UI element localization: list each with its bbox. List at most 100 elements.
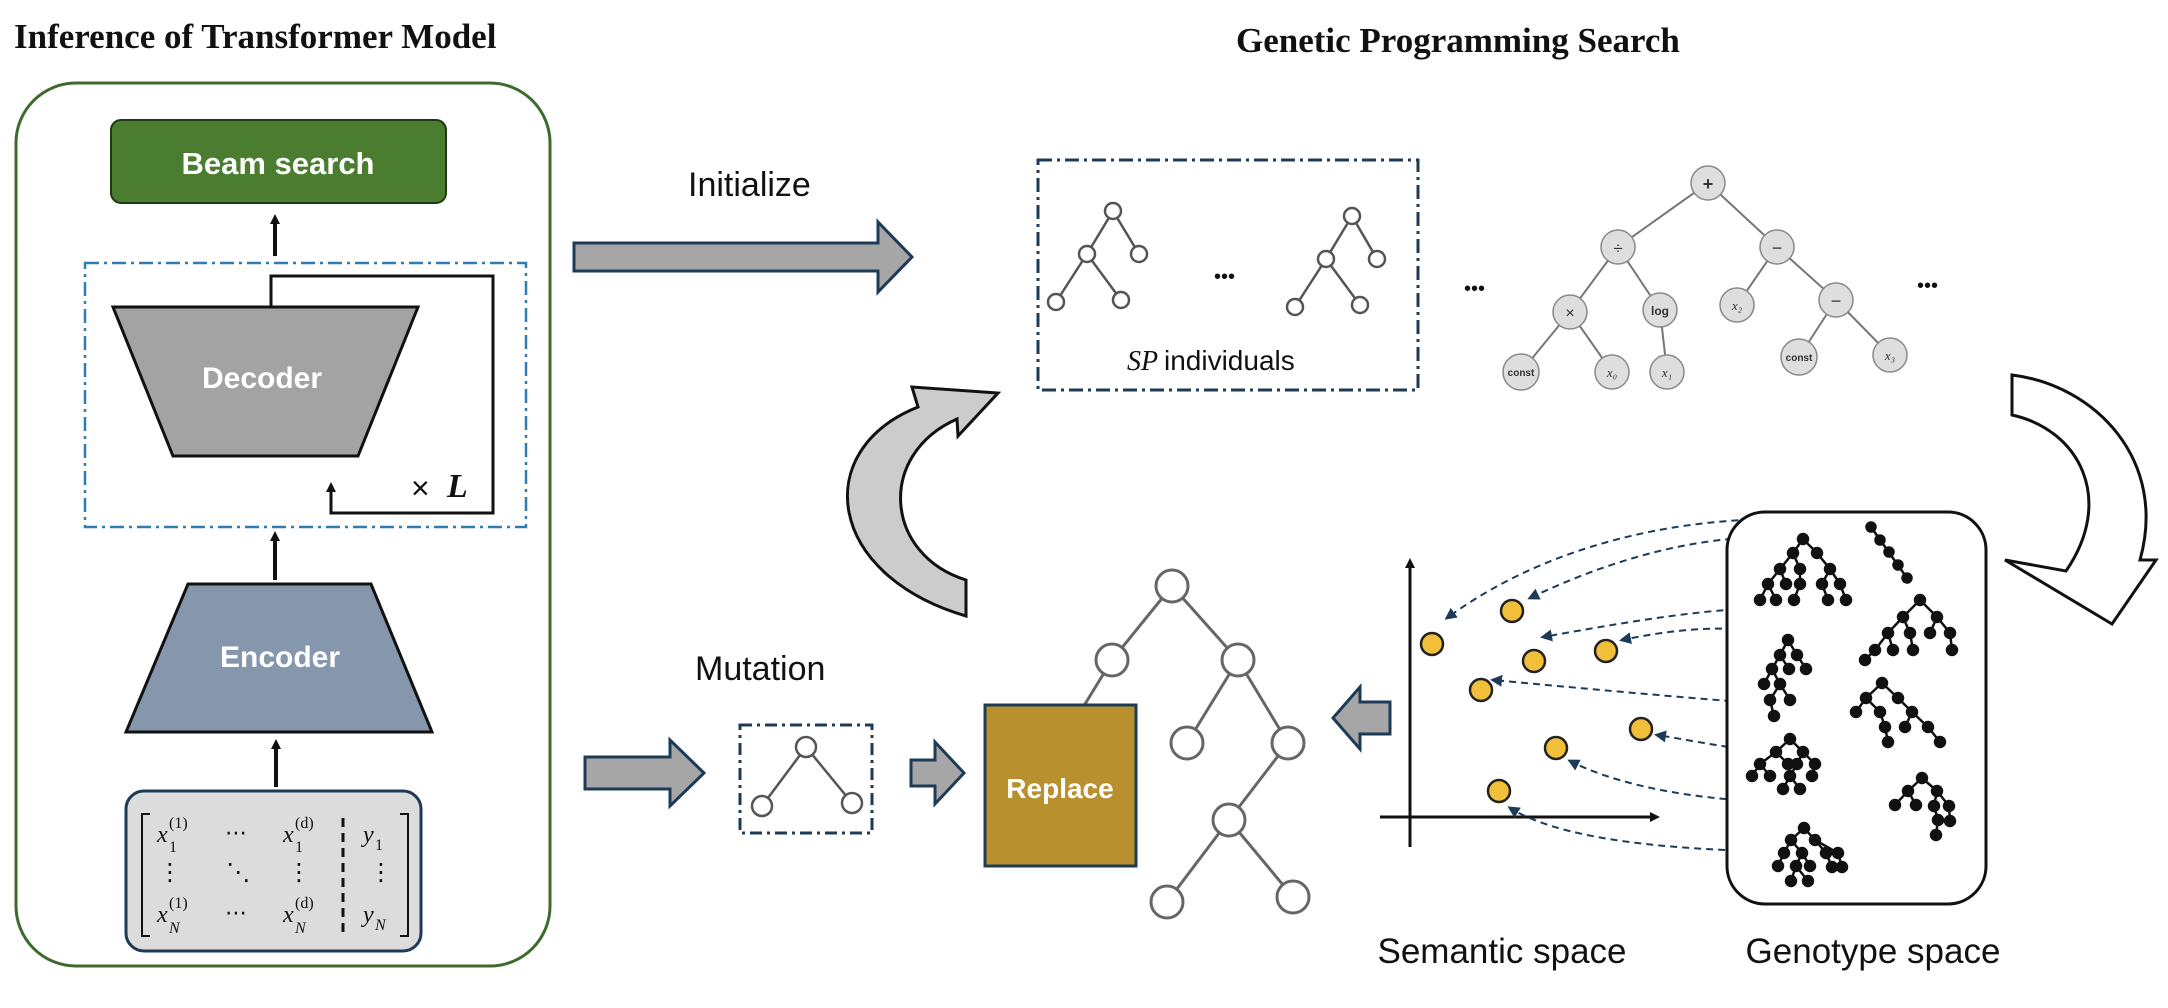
left-title: Inference of Transformer Model [14,17,497,56]
tree-node-x3 [1872,337,1908,373]
initialize-arrow [572,218,915,296]
matrix-hdots-1: ⋯ [225,820,247,845]
tree-label-plus: + [1703,174,1714,194]
matrix-xNd-sup: (d) [295,895,314,912]
input-matrix-box [124,789,423,953]
tree-label-log: log [1651,304,1669,318]
encoder-block [123,582,435,734]
genotype-trees [1745,521,1959,888]
matrix-xN1-sub: N [168,920,181,937]
tree-label-x3: x₃ [1884,348,1895,363]
beam-search-label: Beam search [181,146,374,181]
genotype-tree-a [1753,532,1853,607]
tree-label-x1: x₁ [1661,365,1672,380]
matrix-y1-sub: 1 [375,837,383,854]
matrix-y1: y [361,822,374,848]
right-title: Genetic Programming Search [1236,21,1680,60]
genotype-tree-chain [1865,521,1913,584]
semantic-point [1499,598,1525,624]
to-replace-arrow [909,738,967,808]
tree-ellipsis-left: ••• [1464,278,1485,300]
matrix-vdots-1: ⋮ [158,859,182,886]
beam-search-box [110,119,447,204]
tree-label-x2: x₂ [1731,298,1743,313]
matrix-x1d: x [282,822,294,848]
matrix-vdots-3: ⋮ [369,859,393,886]
tree-node-const-1 [1502,353,1540,391]
tree-node-minus-2 [1818,282,1854,318]
replace-box [983,703,1138,868]
decoder-label: Decoder [202,362,322,395]
tree-node-plus [1690,165,1726,201]
matrix-x1d-sub: 1 [295,839,303,856]
matrix-xN1-sup: (1) [169,895,188,912]
semantic-point [1468,677,1494,703]
tree-node-x1 [1649,354,1685,390]
tree-node-div [1600,229,1636,265]
curved-arrow-initialize-to-genotype [2004,373,2159,627]
decoder-block [110,305,421,458]
semantic-to-tree-arrow [1331,682,1392,754]
sp-individuals-box [1036,158,1420,392]
semantic-points [1419,598,1654,804]
tree-label-times: × [1565,305,1574,322]
semantic-point [1521,648,1547,674]
matrix-xNd: x [282,902,294,928]
genotype-tree-b [1858,593,1959,667]
tree-label-const-1: const [1508,368,1535,379]
decoder-layer-frame [83,261,528,529]
tree-label-div: ÷ [1613,239,1622,258]
expression-tree: + ÷ − × log x₂ − const x₀ x₁ const x₃ [1502,165,1908,391]
semantic-point [1543,735,1569,761]
replace-label: Replace [1006,773,1113,804]
matrix-right-bracket [400,813,409,937]
loop-line [269,274,495,515]
curved-arrow-replace-to-population [846,385,1002,619]
tree-node-x0 [1594,354,1630,390]
mutation-arrow [583,736,707,810]
matrix-yN-sub: N [374,917,387,934]
genotype-space-label: Genotype space [1746,932,2001,971]
sp-ellipsis: ••• [1214,266,1235,288]
small-tree-1 [1046,201,1149,312]
matrix-row-1: x (1) 1 ⋯ x (d) 1 y 1 [156,815,383,856]
tree-node-log [1642,292,1678,328]
replaced-tree [1064,568,1311,920]
genotype-tree-g [1771,821,1849,888]
semantic-point [1419,631,1445,657]
matrix-vdots-2: ⋮ [287,859,311,886]
mutation-subtree [750,735,864,818]
matrix-xN1: x [156,902,168,928]
transformer-panel [14,81,552,968]
matrix-x11-sub: 1 [169,839,177,856]
times-sign: × [411,470,430,506]
tree-label-const-2: const [1786,353,1813,364]
tree-label-x0: x₀ [1606,365,1617,380]
tree-node-const-2 [1780,338,1818,376]
mutation-box [738,723,874,835]
genotype-tree-d [1849,676,1947,749]
matrix-ddots: ⋱ [226,859,250,886]
genotype-tree-e [1745,732,1822,796]
matrix-xNd-sub: N [294,920,307,937]
matrix-left-bracket [141,813,150,937]
sp-symbol: SP [1127,346,1158,377]
semantic-point [1628,716,1654,742]
genotype-tree-c [1757,633,1813,723]
matrix-x11: x [156,822,168,848]
tree-label-minus-1: − [1772,238,1783,258]
tree-node-times [1552,294,1588,330]
tree-node-minus-1 [1759,229,1795,265]
semantic-point [1593,638,1619,664]
matrix-row-2: ⋮ ⋱ ⋮ ⋮ [158,859,393,886]
semantic-point [1486,778,1512,804]
individuals-label: individuals [1164,345,1295,376]
mutation-label: Mutation [695,650,825,688]
matrix-x11-sup: (1) [169,815,188,832]
initialize-label: Initialize [688,166,811,204]
tree-node-x2 [1719,287,1755,323]
encoder-label: Encoder [220,641,340,674]
small-tree-2 [1285,206,1387,317]
matrix-yN: y [361,902,374,928]
